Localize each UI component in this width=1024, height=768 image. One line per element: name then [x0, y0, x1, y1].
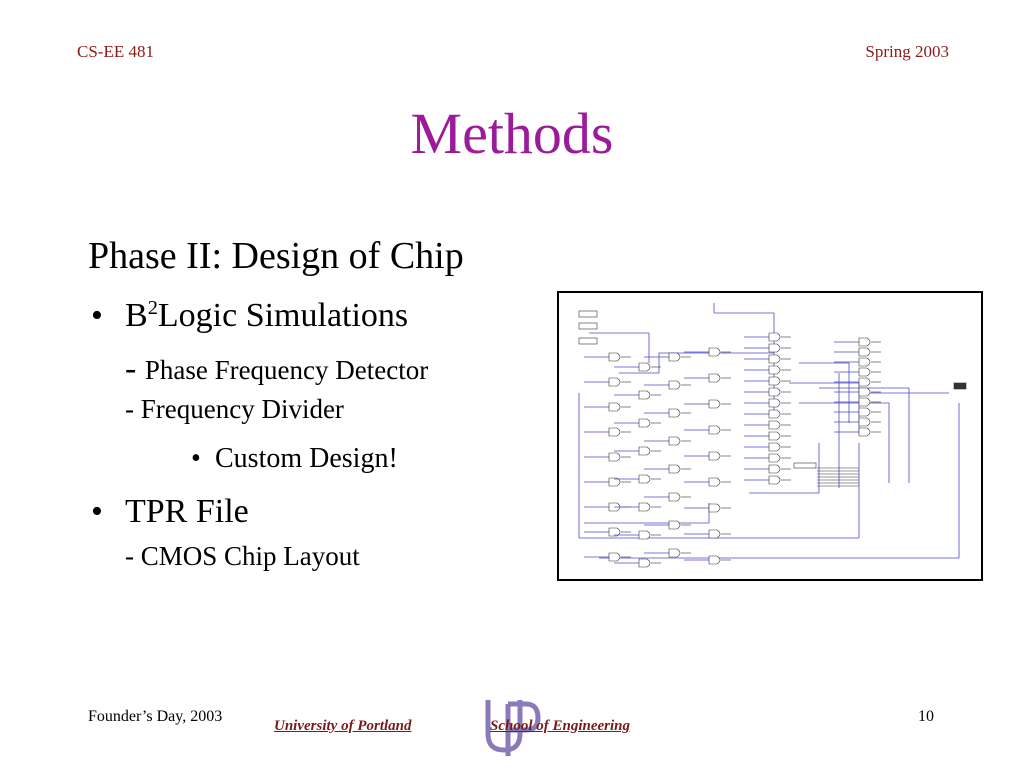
bullet-superscript: 2: [147, 296, 158, 319]
nested-bullet-dot: •: [191, 443, 201, 474]
schematic-drawing: [578, 303, 967, 568]
sub-item-frequency-divider: - Frequency Divider: [125, 394, 344, 424]
term-label: Spring 2003: [865, 42, 949, 61]
footer-event: Founder’s Day, 2003: [88, 708, 223, 725]
course-label: CS-EE 481: [77, 42, 154, 61]
nested-bullet-text: Custom Design!: [215, 443, 398, 474]
bullet-dot: •: [91, 297, 103, 334]
bullet-logic-simulations: • B2Logic Simulations: [91, 296, 409, 335]
bullet-prefix: B: [125, 297, 148, 334]
sub-item-dash: -: [125, 350, 145, 387]
footer-school: School of Engineering: [490, 718, 631, 734]
footer-university: University of Portland: [274, 718, 412, 734]
bullet-dot: •: [91, 493, 103, 530]
page-number: 10: [918, 708, 934, 725]
nested-bullet-custom-design: • Custom Design!: [191, 443, 398, 475]
circuit-schematic: [557, 291, 983, 581]
section-heading: Phase II: Design of Chip: [88, 235, 464, 277]
bullet-tpr-file: • TPR File: [91, 493, 249, 531]
slide-title: Methods: [410, 101, 614, 166]
up-logo-icon: [485, 700, 541, 756]
sub-item-cmos-layout: - CMOS Chip Layout: [125, 541, 360, 571]
sub-item-phase-detector: - Phase Frequency Detector: [125, 350, 428, 388]
bullet-text: Logic Simulations: [157, 297, 409, 334]
sub-item-text: Phase Frequency Detector: [144, 355, 429, 385]
bullet-text: TPR File: [125, 493, 249, 530]
